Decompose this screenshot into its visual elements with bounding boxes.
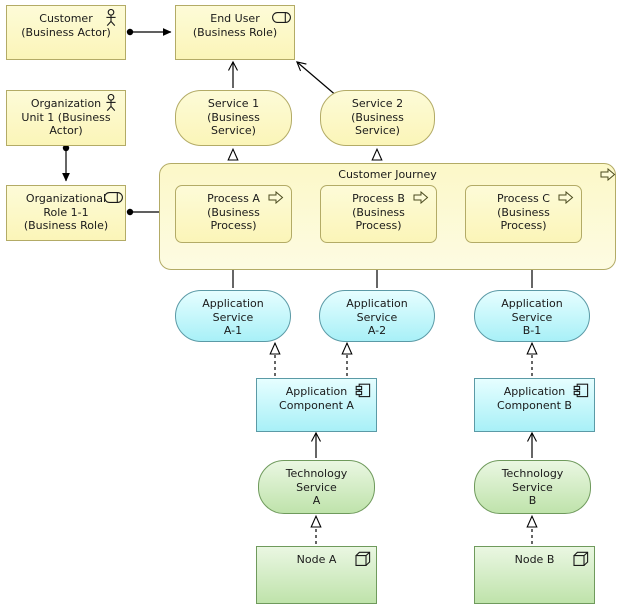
node-process-c[interactable]: Process C (Business Process) bbox=[465, 185, 582, 243]
node-service-1[interactable]: Service 1 (Business Service) bbox=[175, 90, 292, 146]
node-label: Technology Service B bbox=[501, 467, 564, 507]
node-tech-service-b[interactable]: Technology Service B bbox=[474, 460, 591, 514]
node-process-b[interactable]: Process B (Business Process) bbox=[320, 185, 437, 243]
node-label: Application Service A-2 bbox=[346, 297, 408, 337]
node-label: Application Component B bbox=[497, 385, 572, 412]
node-label: Customer (Business Actor) bbox=[21, 12, 111, 39]
node-node-a[interactable]: Node A bbox=[256, 546, 377, 604]
node-label: Organization Unit 1 (Business Actor) bbox=[21, 97, 111, 137]
node-app-component-a[interactable]: Application Component A bbox=[256, 378, 377, 432]
node-label: Process B (Business Process) bbox=[352, 192, 405, 232]
node-tech-service-a[interactable]: Technology Service A bbox=[258, 460, 375, 514]
node-app-service-a-2[interactable]: Application Service A-2 bbox=[319, 290, 435, 342]
node-label: Application Service B-1 bbox=[501, 297, 563, 337]
node-label: Service 2 (Business Service) bbox=[351, 97, 404, 137]
node-label: Node B bbox=[514, 553, 555, 566]
node-org-role-1-1[interactable]: Organizational Role 1-1 (Business Role) bbox=[6, 185, 126, 241]
node-process-a[interactable]: Process A (Business Process) bbox=[175, 185, 292, 243]
node-app-service-b-1[interactable]: Application Service B-1 bbox=[474, 290, 590, 342]
node-label: Application Service A-1 bbox=[202, 297, 264, 337]
node-label: Service 1 (Business Service) bbox=[207, 97, 260, 137]
node-label: Application Component A bbox=[279, 385, 354, 412]
node-app-component-b[interactable]: Application Component B bbox=[474, 378, 595, 432]
node-app-service-a-1[interactable]: Application Service A-1 bbox=[175, 290, 291, 342]
node-label: Process C (Business Process) bbox=[497, 192, 550, 232]
node-org-unit-1[interactable]: Organization Unit 1 (Business Actor) bbox=[6, 90, 126, 146]
node-end-user[interactable]: End User (Business Role) bbox=[175, 5, 295, 60]
node-label: Technology Service A bbox=[285, 467, 348, 507]
node-service-2[interactable]: Service 2 (Business Service) bbox=[320, 90, 435, 146]
node-label: Organizational Role 1-1 (Business Role) bbox=[23, 192, 109, 232]
group-title: Customer Journey bbox=[338, 168, 437, 181]
node-label: Process A (Business Process) bbox=[207, 192, 260, 232]
node-label: End User (Business Role) bbox=[192, 12, 278, 39]
node-customer[interactable]: Customer (Business Actor) bbox=[6, 5, 126, 60]
node-label: Node A bbox=[296, 553, 337, 566]
node-node-b[interactable]: Node B bbox=[474, 546, 595, 604]
